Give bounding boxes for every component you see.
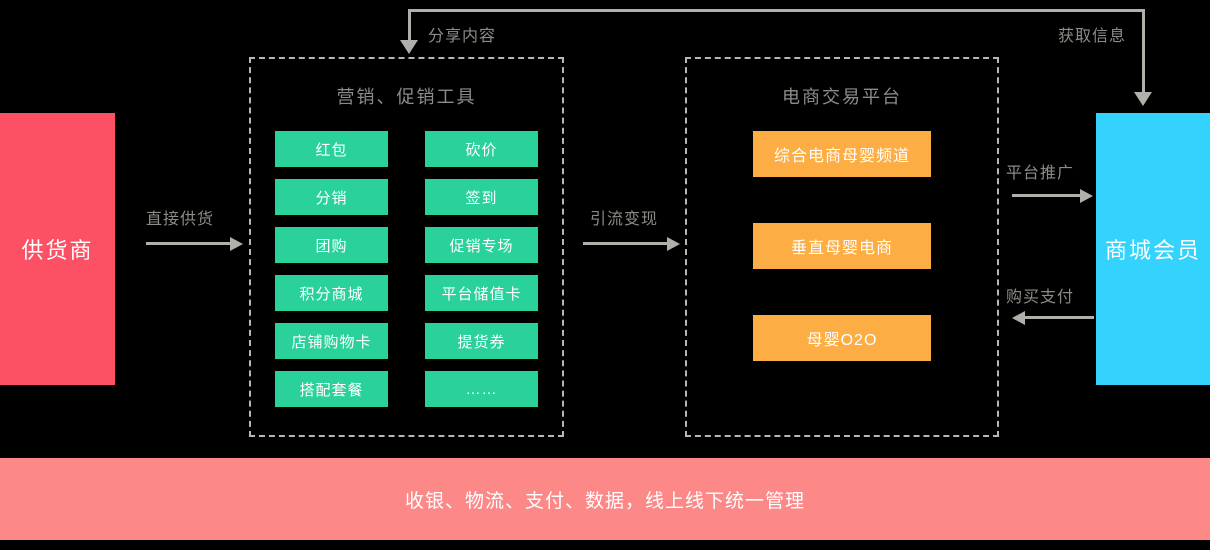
- flow-arrow-traffic-monetize: [667, 237, 680, 251]
- mall-member-block: 商城会员: [1096, 113, 1210, 385]
- flow-line-get-info: [1142, 9, 1145, 94]
- marketing-tools-left-column: 红包 分销 团购 积分商城 店铺购物卡 搭配套餐: [275, 131, 388, 407]
- flow-label-platform-promote: 平台推广: [1006, 165, 1075, 182]
- flow-label-get-info: 获取信息: [1058, 28, 1127, 45]
- tool-chip[interactable]: ……: [425, 371, 538, 407]
- tool-chip[interactable]: 店铺购物卡: [275, 323, 388, 359]
- ecommerce-platform-group: 电商交易平台 综合电商母婴频道 垂直母婴电商 母婴O2O: [685, 57, 999, 437]
- tool-chip[interactable]: 促销专场: [425, 227, 538, 263]
- tool-chip[interactable]: 分销: [275, 179, 388, 215]
- tool-chip[interactable]: 团购: [275, 227, 388, 263]
- supplier-block: 供货商: [0, 113, 115, 385]
- mall-member-label: 商城会员: [1104, 238, 1201, 263]
- marketing-tools-right-column: 砍价 签到 促销专场 平台储值卡 提货券 ……: [425, 131, 538, 407]
- flow-arrow-share-content: [400, 40, 418, 54]
- flow-line-traffic-monetize: [583, 242, 669, 245]
- flow-line-platform-promote: [1012, 194, 1082, 197]
- platform-items-list: 综合电商母婴频道 垂直母婴电商 母婴O2O: [687, 131, 997, 361]
- flow-arrow-purchase-pay: [1012, 311, 1025, 325]
- flow-label-share-content: 分享内容: [428, 28, 497, 45]
- flow-label-purchase-pay: 购买支付: [1006, 289, 1075, 306]
- marketing-tools-group: 营销、促销工具 红包 分销 团购 积分商城 店铺购物卡 搭配套餐 砍价 签到 促…: [249, 57, 564, 437]
- platform-chip[interactable]: 母婴O2O: [753, 315, 931, 361]
- tool-chip[interactable]: 砍价: [425, 131, 538, 167]
- tool-chip[interactable]: 红包: [275, 131, 388, 167]
- tool-chip[interactable]: 平台储值卡: [425, 275, 538, 311]
- supplier-label: 供货商: [21, 238, 94, 263]
- marketing-tools-title: 营销、促销工具: [336, 87, 477, 107]
- flow-arrow-direct-supply: [230, 237, 243, 251]
- tool-chip[interactable]: 提货券: [425, 323, 538, 359]
- ecommerce-platform-title: 电商交易平台: [782, 87, 902, 107]
- flow-arrow-get-info: [1134, 92, 1152, 106]
- flow-label-traffic-monetize: 引流变现: [590, 211, 659, 228]
- bottom-banner: 收银、物流、支付、数据，线上线下统一管理: [0, 458, 1210, 540]
- tool-chip[interactable]: 签到: [425, 179, 538, 215]
- flow-line-purchase-pay: [1024, 316, 1094, 319]
- platform-chip[interactable]: 综合电商母婴频道: [753, 131, 931, 177]
- flow-label-direct-supply: 直接供货: [146, 211, 215, 228]
- flow-line-share-content: [408, 9, 411, 42]
- flow-arrow-platform-promote: [1080, 189, 1093, 203]
- tool-chip[interactable]: 积分商城: [275, 275, 388, 311]
- tool-chip[interactable]: 搭配套餐: [275, 371, 388, 407]
- flow-line-top-rail: [408, 9, 1145, 12]
- platform-chip[interactable]: 垂直母婴电商: [753, 223, 931, 269]
- flow-line-direct-supply: [146, 242, 232, 245]
- bottom-banner-label: 收银、物流、支付、数据，线上线下统一管理: [404, 490, 805, 512]
